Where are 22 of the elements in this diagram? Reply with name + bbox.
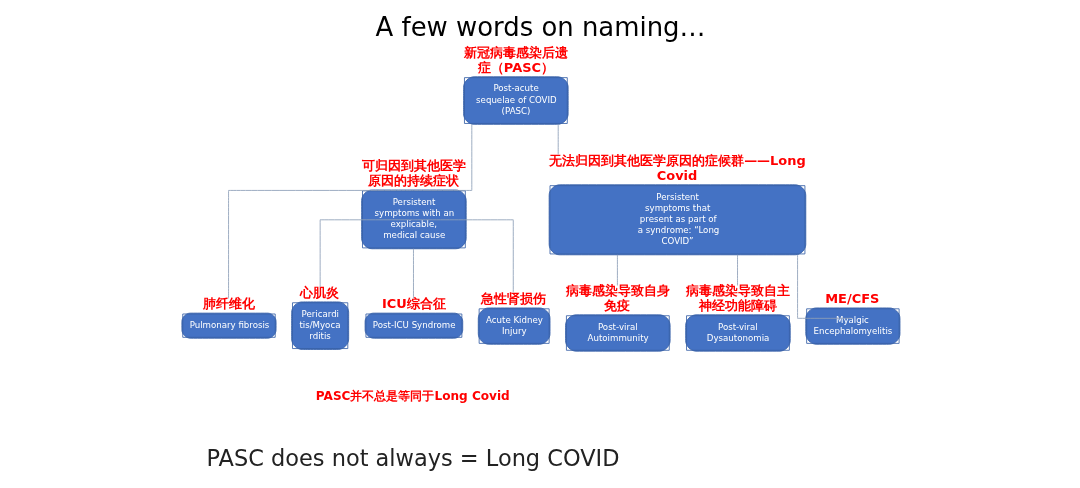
connector [412,123,472,191]
node-label: 病毒感染导致自身免疫 [565,282,670,313]
node-label: 新冠病毒感染后遗症（PASC） [463,44,568,75]
connector [412,219,514,293]
node-label: 急性肾损伤 [480,290,546,306]
node-label: 无法归因到其他医学原因的症候群——Long Covid [548,152,806,183]
node-label: 可归因到其他医学原因的持续症状 [361,158,466,188]
node-label: 心肌炎 [299,284,339,300]
label: PASC does not always = Long COVID [206,444,619,471]
connector [227,190,414,299]
diagram-title: A few words on naming… [375,11,705,42]
connector [616,254,618,286]
node-label: 病毒感染导致自主神经功能障碍 [685,282,790,313]
label: PASC并不总是等同于Long Covid [315,389,510,404]
connector [796,254,853,319]
node-label: 肺纤维化 [202,295,255,311]
connector [736,254,738,286]
connector [412,248,414,299]
node-label: ME/CFS [824,290,879,306]
node-label: ICU综合征 [381,295,446,311]
connector [319,219,414,288]
connector [557,123,559,155]
